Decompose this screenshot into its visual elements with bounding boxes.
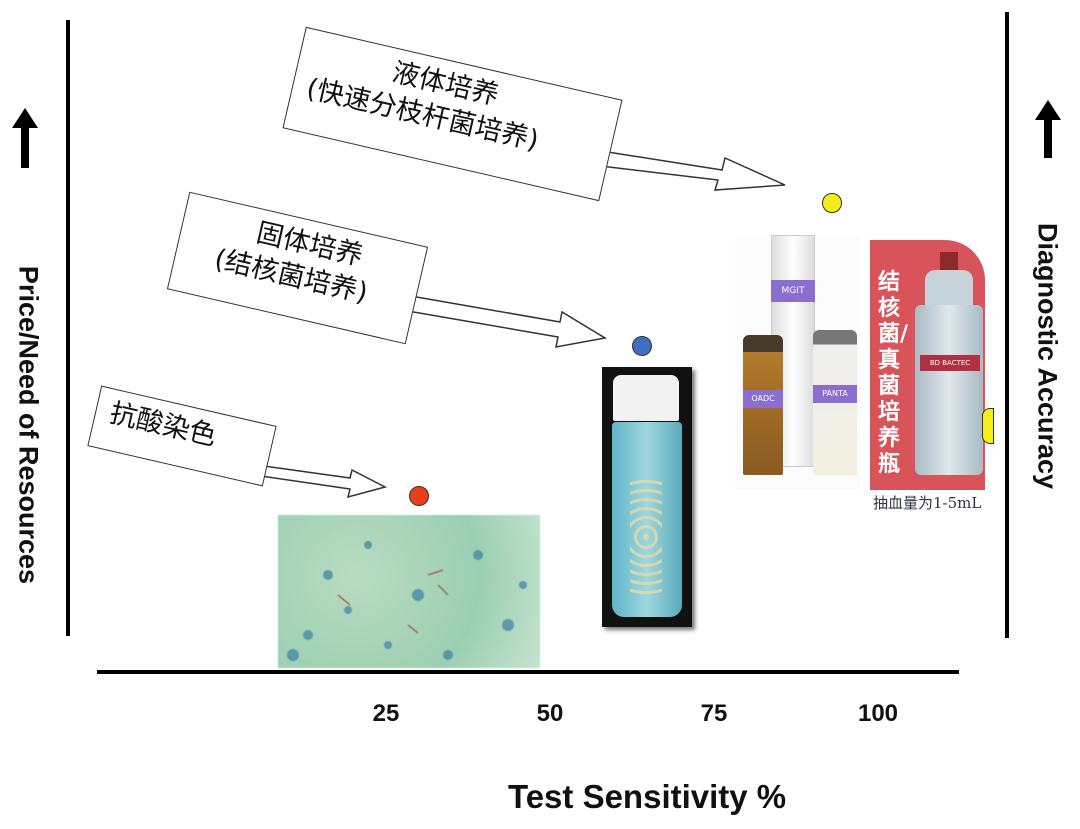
up-arrow-icon: [12, 108, 38, 168]
x-tick-label: 25: [372, 700, 400, 727]
blood-culture-bottle-image: 结核菌/真菌培养瓶 BD BACTEC: [870, 240, 985, 490]
x-axis-line: [97, 670, 959, 674]
data-point-2: [631, 336, 652, 356]
vial-label: OADC: [743, 390, 783, 408]
solid-culture-tube-image: [602, 367, 692, 627]
up-arrow-icon: [1035, 100, 1061, 158]
x-axis-label: Test Sensitivity %: [508, 778, 787, 815]
x-tick-label: 100: [857, 700, 899, 727]
poster-vertical-text: 结核菌/真菌培养瓶: [878, 270, 909, 477]
smear-microscopy-image: [278, 515, 540, 668]
mgit-vials-image: MGIT OADC PANTA: [735, 235, 860, 490]
arrow-2: [401, 294, 608, 348]
data-point-3: [822, 192, 843, 213]
x-tick-label: 75: [700, 700, 728, 727]
poster-caption: 抽血量为1-5mL: [873, 494, 982, 512]
yellow-marker-partial: [982, 408, 994, 444]
bottle-label: BD BACTEC: [920, 355, 980, 371]
arrow-3: [591, 149, 786, 191]
right-axis-line: [1005, 12, 1009, 638]
data-point-1: [408, 485, 429, 506]
left-axis-line: [66, 20, 70, 636]
vial-label: PANTA: [813, 385, 857, 403]
vial-label: MGIT: [771, 280, 815, 302]
x-tick-label: 50: [536, 700, 564, 727]
